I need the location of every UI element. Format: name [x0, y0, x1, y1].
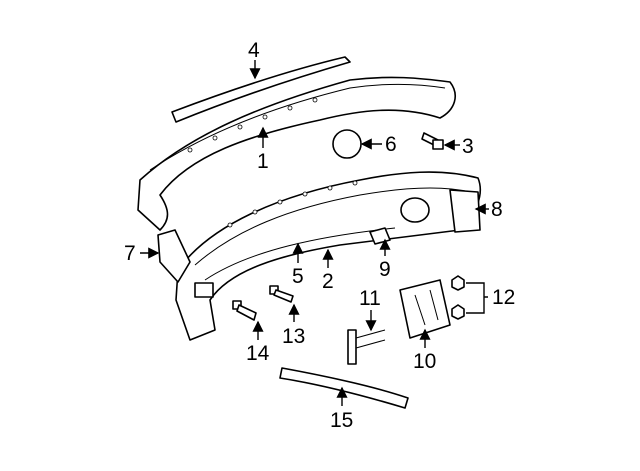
- part-13-bolt: [269, 285, 294, 303]
- callout-label-1: 1: [257, 150, 269, 173]
- callout-1: 1: [257, 126, 269, 173]
- callout-4: 4: [248, 39, 261, 80]
- callout-label-14: 14: [246, 342, 270, 365]
- callout-5: 5: [292, 242, 304, 288]
- callout-label-9: 9: [379, 258, 391, 281]
- cover-holes: [187, 97, 318, 153]
- callout-label-4: 4: [248, 39, 260, 62]
- part-8-bracket: [449, 189, 481, 233]
- callout-label-15: 15: [330, 409, 353, 432]
- part-1-bumper-cover-upper: [137, 76, 456, 231]
- part-11-bracket: [347, 329, 386, 365]
- part-4-upper-molding: [171, 56, 351, 123]
- callout-10: 10: [413, 328, 436, 373]
- callout-label-2: 2: [322, 270, 334, 293]
- callout-15: 15: [330, 386, 353, 432]
- callout-label-3: 3: [462, 135, 474, 158]
- callout-label-11: 11: [359, 287, 381, 310]
- part-7-end-cap: [157, 229, 191, 283]
- callout-13: 13: [282, 303, 305, 348]
- callout-9: 9: [379, 238, 391, 281]
- callout-6: 6: [360, 133, 397, 156]
- part-12-nuts: [451, 275, 465, 320]
- bumper-holes: [227, 180, 358, 228]
- part-3-bolt: [421, 132, 444, 150]
- part-6-cap: [332, 129, 362, 159]
- callout-14: 14: [246, 320, 270, 365]
- callout-7: 7: [124, 242, 160, 265]
- callout-label-12: 12: [492, 286, 515, 309]
- callout-3: 3: [443, 135, 474, 158]
- part-15-lower-strip: [279, 367, 409, 409]
- callout-11: 11: [359, 287, 381, 332]
- callout-label-10: 10: [413, 350, 436, 373]
- callout-8: 8: [474, 198, 503, 221]
- callout-label-5: 5: [292, 265, 304, 288]
- callout-label-7: 7: [124, 242, 136, 265]
- callout-label-8: 8: [491, 198, 503, 221]
- callout-label-6: 6: [385, 133, 397, 156]
- callout-2: 2: [322, 248, 334, 293]
- part-10-license-bracket: [399, 279, 451, 339]
- callout-label-13: 13: [282, 325, 305, 348]
- callout-12: 12: [466, 282, 515, 314]
- part-14-bolt: [232, 300, 257, 321]
